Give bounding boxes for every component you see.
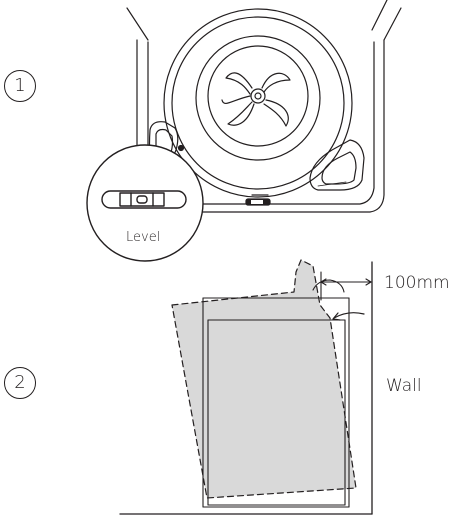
- step-number-1: 1: [4, 70, 36, 102]
- level-label: Level: [126, 230, 161, 245]
- step-number-2: 2: [4, 367, 36, 399]
- level-magnifier: [86, 144, 204, 262]
- tilted-washer-shape: [171, 259, 357, 499]
- washer-top-view: [126, 0, 402, 213]
- wall-label: Wall: [386, 376, 422, 396]
- distance-arrow: [312, 271, 372, 301]
- distance-label: 100mm: [384, 273, 450, 293]
- rotation-arrow: [332, 312, 365, 321]
- washer-tilt-view: [119, 259, 373, 515]
- impeller: [221, 72, 291, 127]
